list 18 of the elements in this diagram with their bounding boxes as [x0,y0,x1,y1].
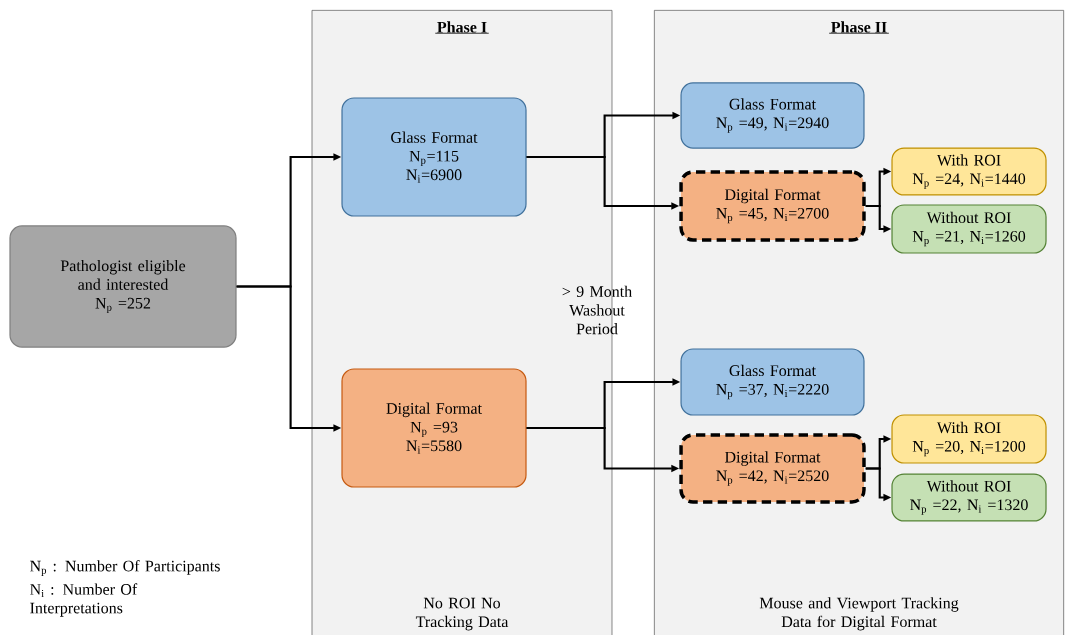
panel-note: No ROI No Tracking Data [415,597,509,631]
process-box: Glass Format N$_{p}$=115 N$_{i}$=6900 [341,97,527,217]
panel-heading: Phase II [828,21,890,34]
process-box: Without ROI N$_{p}$ =22, N$_{i}$ =1320 [891,473,1047,522]
process-box: With ROI N$_{p}$ =20, N$_{i}$=1200 [891,414,1047,464]
process-box: Digital Format N$_{p}$ =93 N$_{i}$=5580 [341,368,527,488]
process-box: Without ROI N$_{p}$ =21, N$_{i}$=1260 [891,204,1047,254]
process-box: Digital Format N$_{p}$ =45, N$_{i}$=2700 [679,170,866,242]
legend-note: N$_{p}$ : Number Of Participants [30,560,220,576]
process-box: With ROI N$_{p}$ =24, N$_{i}$=1440 [891,147,1047,196]
process-box: Glass Format N$_{p}$ =49, N$_{i}$=2940 [680,82,865,149]
process-box: Digital Format N$_{p}$ =42, N$_{i}$=2520 [679,433,866,504]
legend-note: N$_{i}$ : Number Of Interpretations [30,583,138,617]
period-label: > 9 Month Washout Period [562,285,632,335]
panel-note: Mouse and Viewport Tracking Data for Digital Format [759,597,959,631]
process-box: Glass Format N$_{p}$ =37, N$_{i}$=2220 [680,348,865,416]
start-box: Pathologist eligible and interested N$_{p}$ =252 [9,225,237,348]
panel-heading: Phase I [434,21,490,34]
